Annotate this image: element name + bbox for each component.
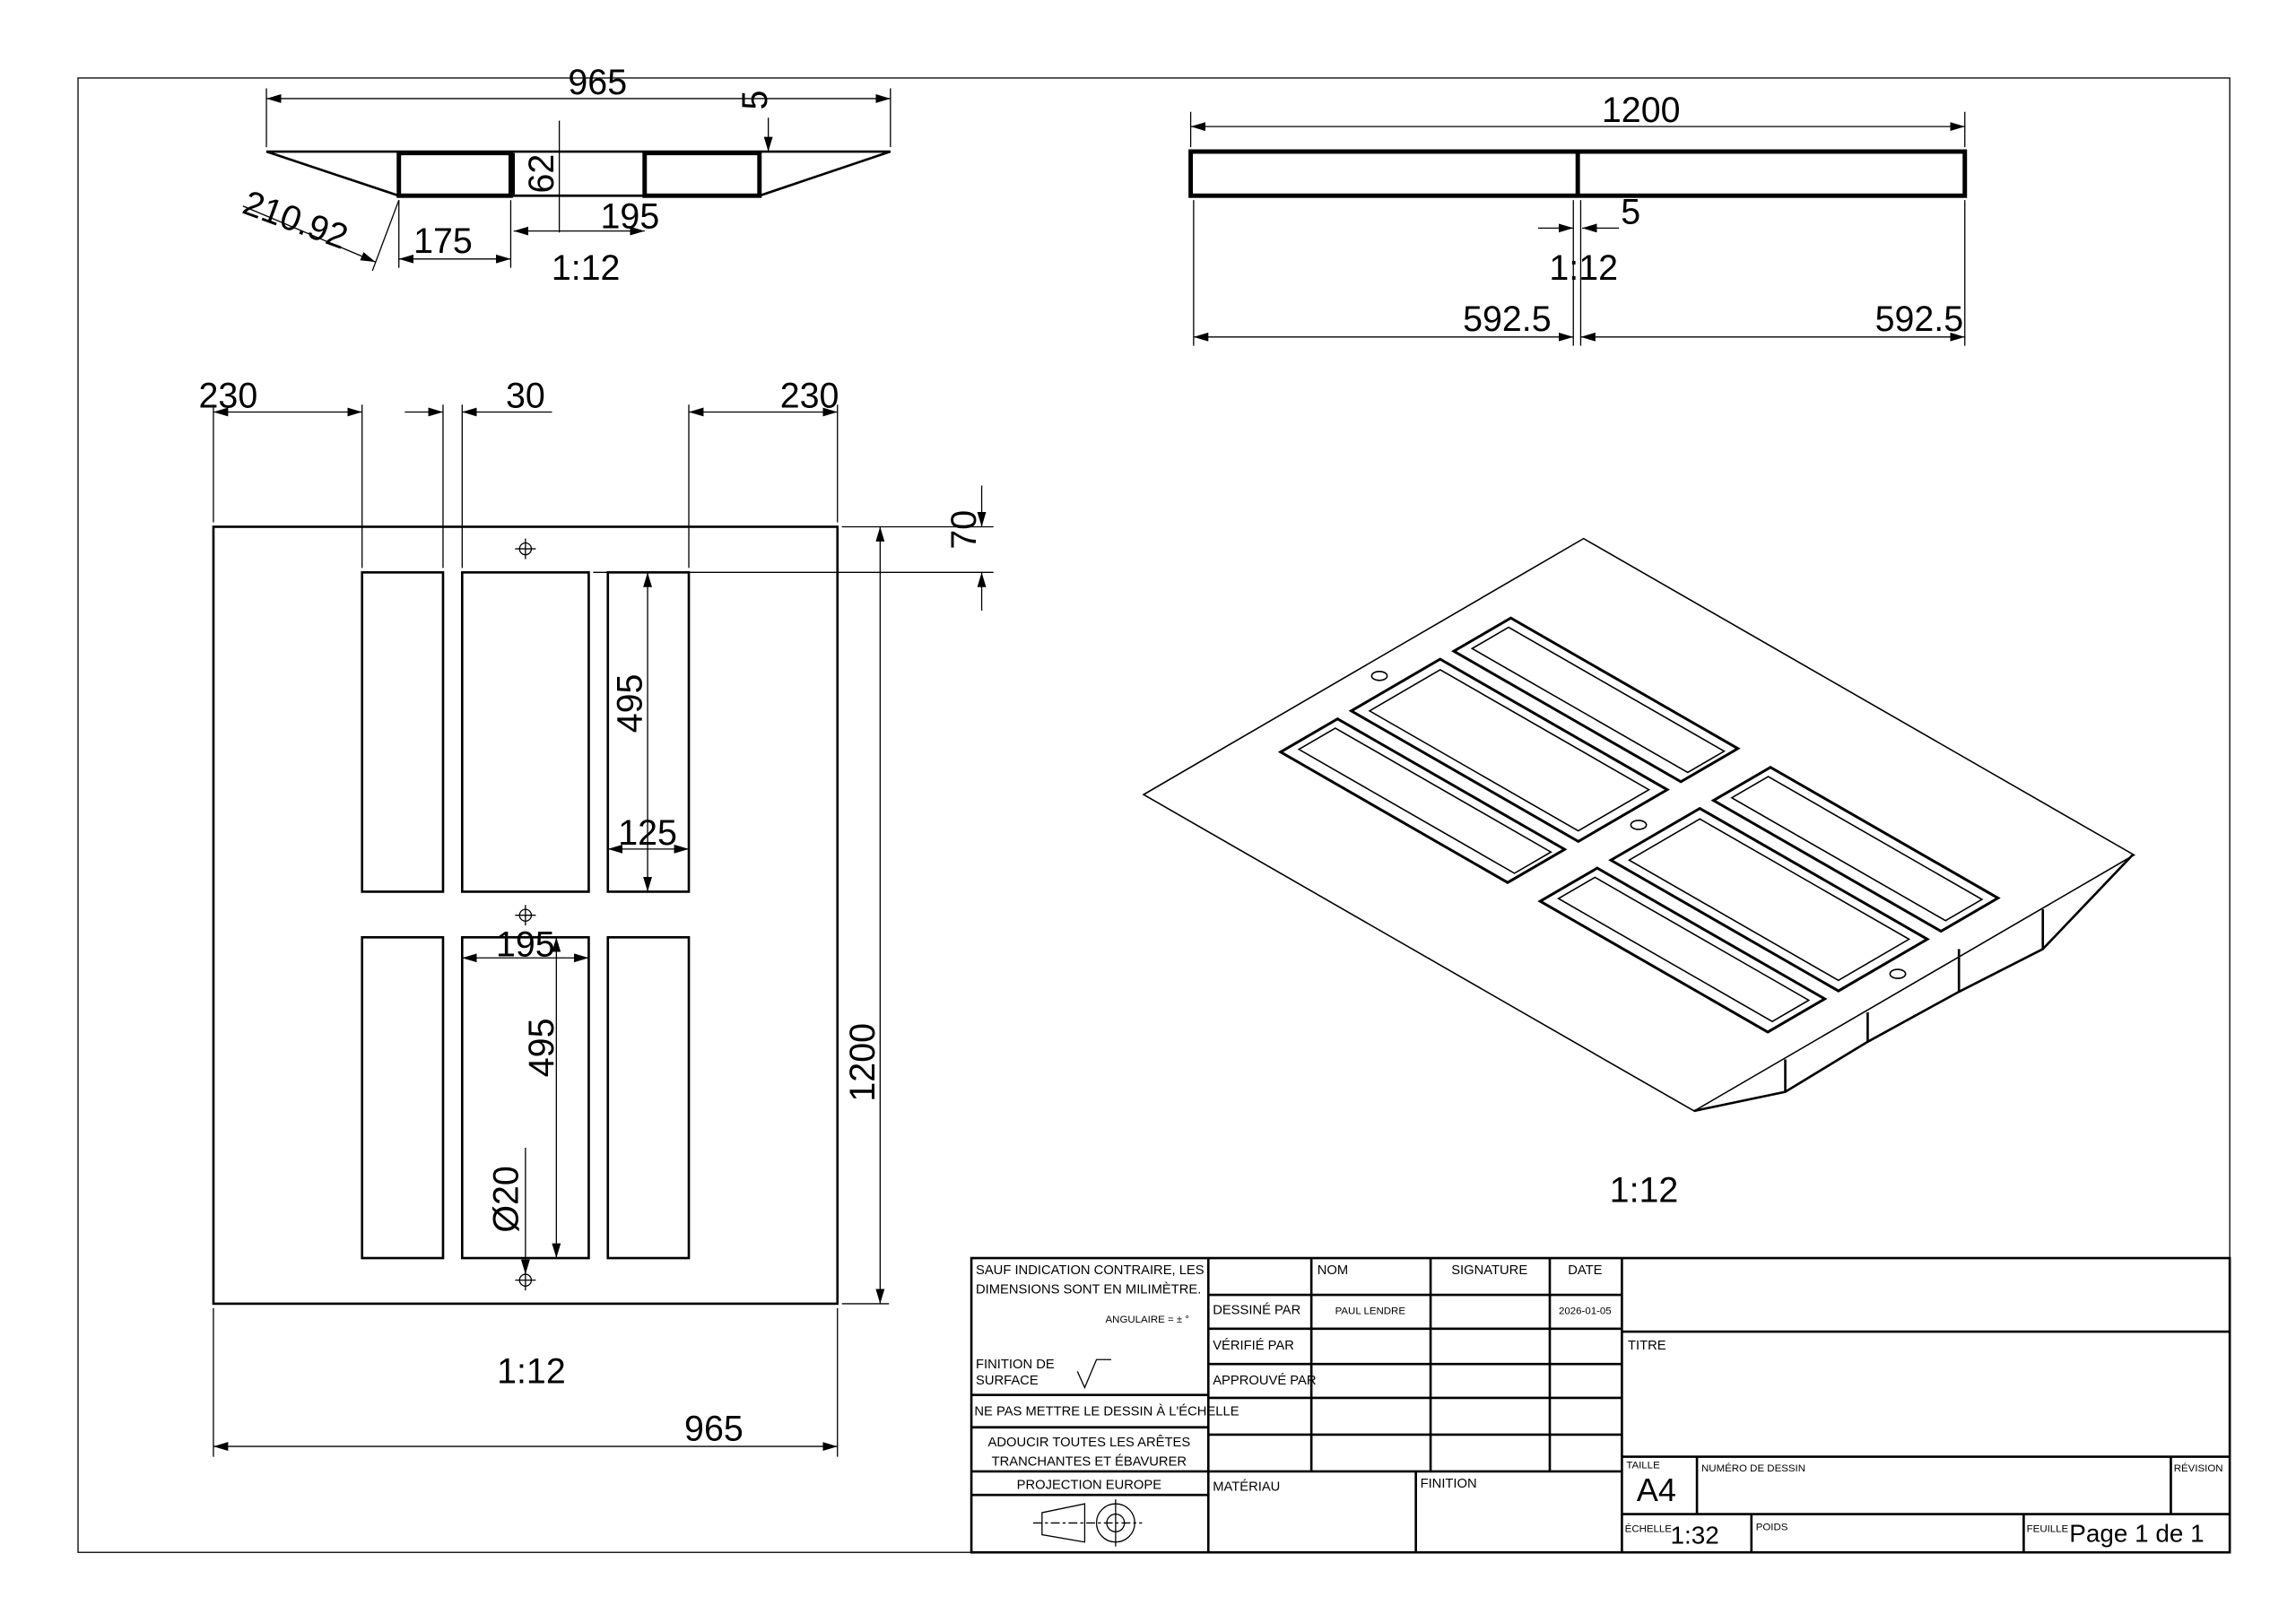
deburr-line1: ADOUCIR TOUTES LES ARÊTES [988, 1435, 1191, 1450]
dim-slope: 210.92 [238, 183, 352, 257]
drawn-by-name: PAUL LENDRE [1335, 1306, 1406, 1316]
hole-icon [515, 538, 536, 560]
drawn-date: 2026-01-05 [1559, 1306, 1612, 1316]
size-value: A4 [1637, 1471, 1676, 1508]
weight-label: POIDS [1756, 1523, 1788, 1533]
view-scale: 1:12 [1549, 248, 1618, 288]
dim-center: 195 [601, 196, 660, 236]
view-scale: 1:12 [552, 248, 621, 288]
dim-margin: 70 [944, 510, 984, 550]
sheet-value: Page 1 de 1 [2069, 1520, 2204, 1548]
surface-finish-line2: SURFACE [976, 1374, 1039, 1388]
side-view: 1200 5 1:12 592.5 592.5 [1188, 91, 1968, 346]
dim-total-width: 965 [684, 1410, 744, 1449]
dim-slot-height-2: 495 [522, 1019, 561, 1078]
size-label: TAILLE [1626, 1461, 1660, 1471]
dim-slot-width: 125 [618, 813, 677, 853]
revision-label: RÉVISION [2174, 1462, 2223, 1474]
dim-half-left: 592.5 [1463, 299, 1552, 339]
scale-value: 1:32 [1671, 1521, 1719, 1549]
projection-label: PROJECTION EUROPE [1017, 1479, 1162, 1493]
hole-icon [515, 905, 536, 926]
isometric-view: 1:12 [1144, 539, 2134, 1211]
angular-tolerance: ANGULAIRE = ± ° [1106, 1315, 1189, 1325]
dim-left: 230 [199, 377, 258, 416]
dim-thickness: 5 [735, 91, 775, 110]
plan-view: 230 30 230 70 1200 965 495 125 195 495 Ø… [199, 377, 994, 1457]
dim-half-right: 592.5 [1875, 299, 1964, 339]
view-scale: 1:12 [497, 1352, 566, 1392]
approved-by-label: APPROUVÉ PAR [1213, 1373, 1316, 1388]
dim-gap: 5 [1621, 192, 1640, 231]
header-signature: SIGNATURE [1451, 1263, 1527, 1278]
dim-length: 1200 [1602, 91, 1681, 130]
title-label: TITRE [1628, 1339, 1666, 1353]
end-view: 965 5 62 175 195 210.92 1:12 [238, 63, 891, 288]
drawing-number-label: NUMÉRO DE DESSIN [1701, 1462, 1805, 1474]
no-scale-note: NE PAS METTRE LE DESSIN À L'ÉCHELLE [974, 1404, 1239, 1419]
header-date: DATE [1568, 1263, 1602, 1278]
sheet-label: FEUILLE [2027, 1523, 2069, 1534]
scale-label: ÉCHELLE [1625, 1523, 1673, 1534]
iso-slots [1281, 618, 1998, 1032]
note-units-line2: DIMENSIONS SONT EN MILIMÈTRE. [976, 1281, 1201, 1297]
checked-by-label: VÉRIFIÉ PAR [1213, 1338, 1294, 1353]
dim-height: 62 [522, 154, 561, 194]
dim-hole: Ø20 [487, 1166, 526, 1232]
header-nom: NOM [1318, 1263, 1348, 1278]
surface-finish-line1: FINITION DE [976, 1358, 1055, 1372]
drawn-by-label: DESSINÉ PAR [1213, 1302, 1300, 1317]
dim-width: 965 [568, 63, 627, 102]
dim-total-height: 1200 [843, 1023, 883, 1102]
material-label: MATÉRIAU [1213, 1479, 1280, 1494]
dim-gap: 30 [506, 377, 545, 416]
dim-center-width: 195 [496, 925, 555, 965]
title-block: SAUF INDICATION CONTRAIRE, LES DIMENSION… [970, 1256, 2231, 1554]
deburr-line2: TRANCHANTES ET ÉBAVURER [992, 1454, 1187, 1469]
dim-slot: 175 [413, 221, 473, 261]
dim-slot-height-1: 495 [611, 674, 650, 733]
surface-finish-icon [1076, 1358, 1111, 1390]
projection-symbol-icon [1033, 1499, 1143, 1547]
view-scale: 1:12 [1610, 1171, 1679, 1211]
finish-label: FINITION [1421, 1477, 1477, 1491]
dim-right: 230 [780, 377, 839, 416]
note-units-line1: SAUF INDICATION CONTRAIRE, LES [976, 1263, 1205, 1278]
